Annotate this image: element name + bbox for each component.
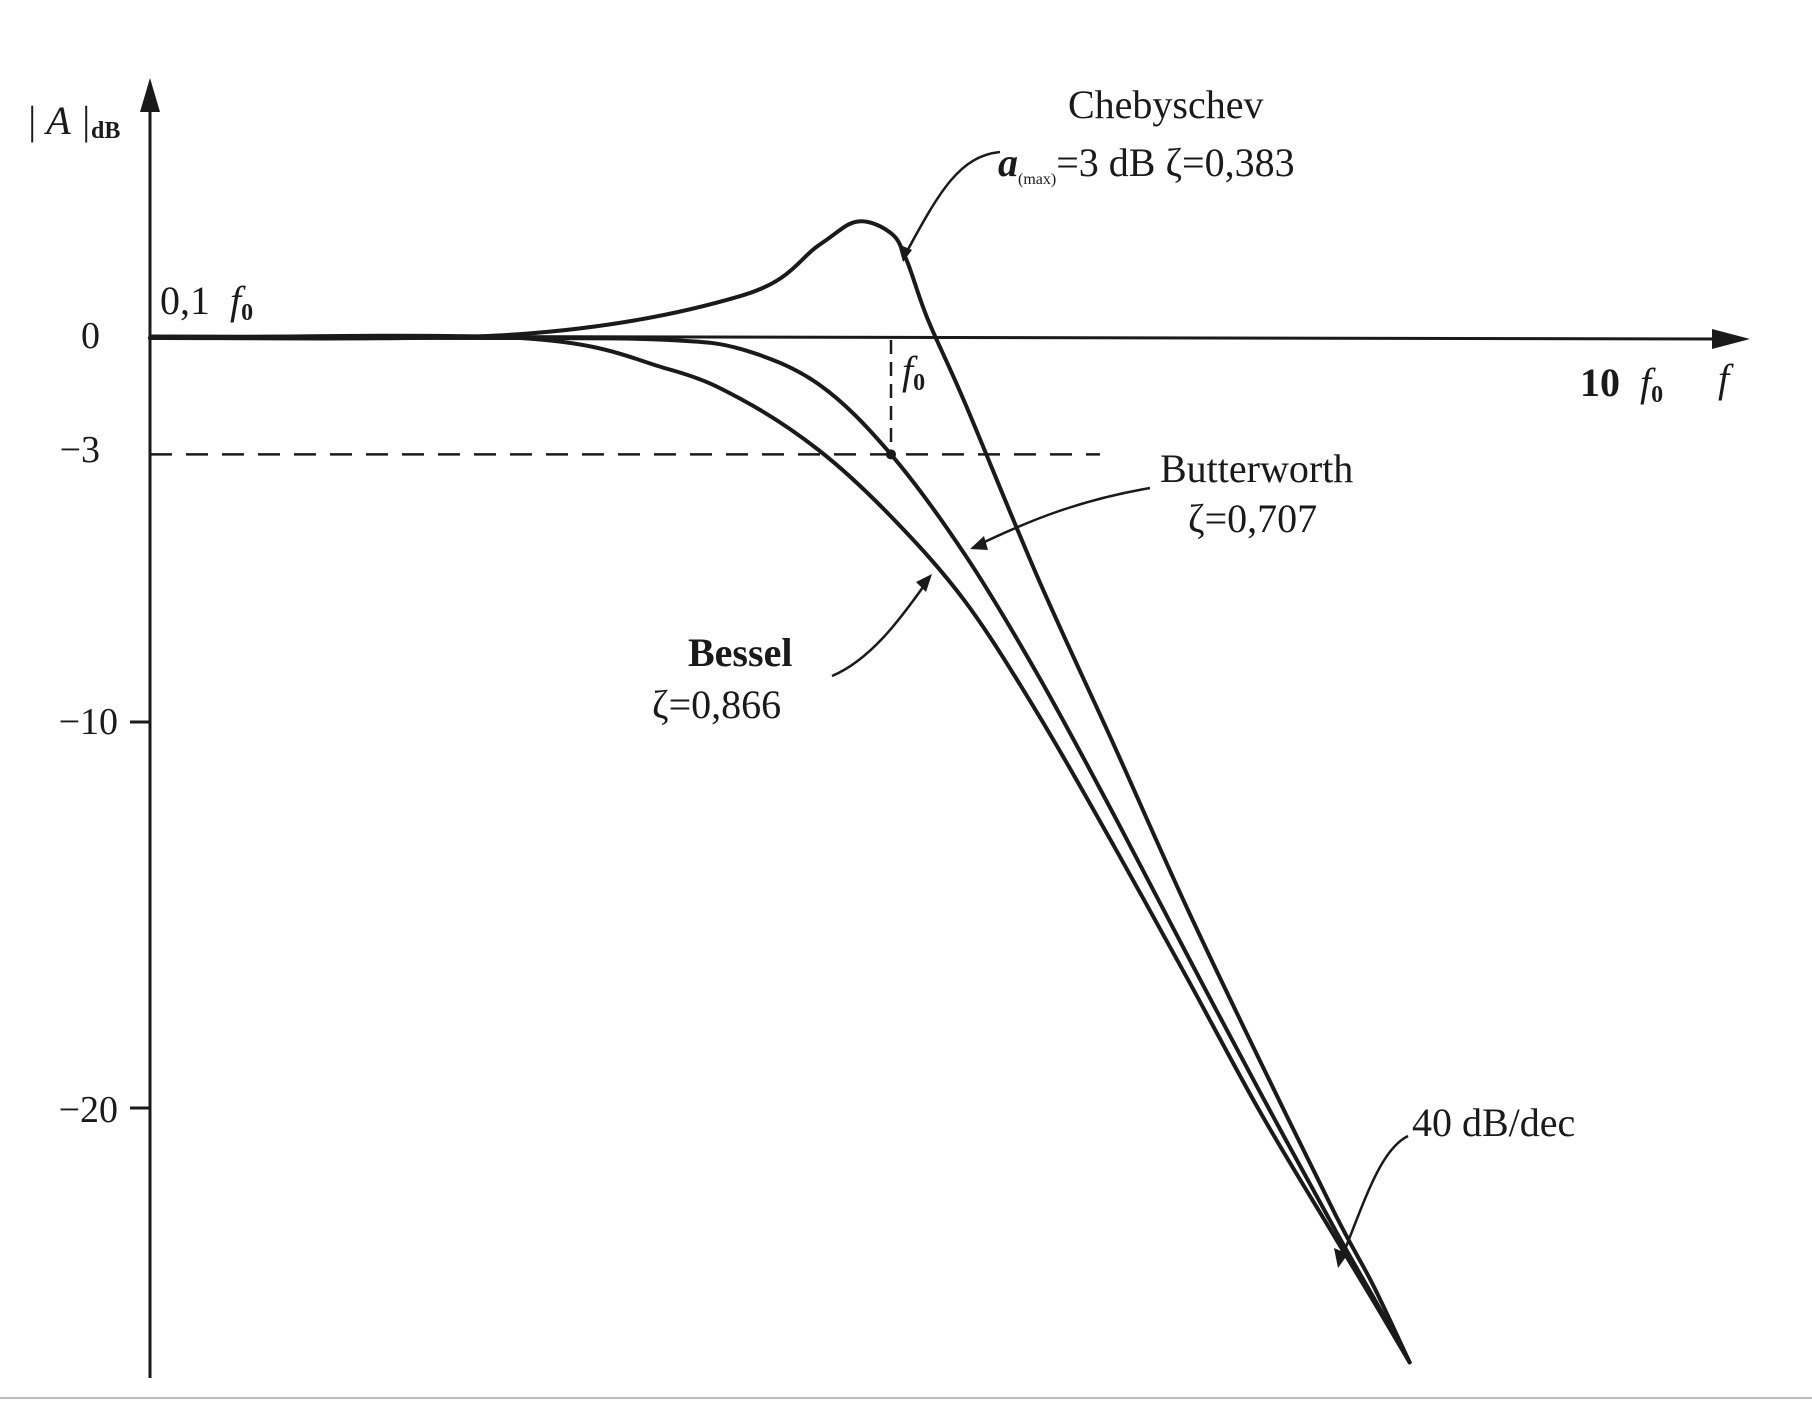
butterworth-curve xyxy=(148,335,1412,1365)
butterworth-leader-arrowhead xyxy=(970,536,988,550)
butterworth-leader xyxy=(975,486,1151,548)
y-tick-label-minus10: −10 xyxy=(59,701,118,743)
y-ticks: 0 −3 −10 −20 xyxy=(59,315,150,1131)
x-marker-end-number: 10 xyxy=(1580,360,1620,405)
y-axis-label-sub: dB xyxy=(91,118,120,144)
x-marker-end: 10 f0 xyxy=(1580,360,1663,408)
y-tick-label-minus3: −3 xyxy=(60,429,100,471)
chebyschev-curve xyxy=(148,219,1412,1365)
butterworth-params: ζ=0,707 xyxy=(1188,496,1317,541)
chebyschev-a-symbol: a xyxy=(998,140,1018,185)
chebyschev-leader-arrowhead xyxy=(898,244,912,262)
bessel-leader xyxy=(831,579,930,678)
chebyschev-a-sub: (max) xyxy=(1018,171,1056,188)
x-marker-start-number: 0,1 xyxy=(160,278,210,323)
annotation-leaders xyxy=(831,150,1409,1268)
chebyschev-leader xyxy=(903,150,1001,256)
chebyschev-name: Chebyschev xyxy=(1068,82,1264,127)
axes xyxy=(140,78,1750,1378)
y-axis-label-main: | A | xyxy=(26,98,91,143)
y-axis-label: | A |dB xyxy=(26,98,120,144)
bessel-name: Bessel xyxy=(688,630,792,675)
x-marker-center: f0 xyxy=(902,348,925,396)
asymptote-leader-arrowhead xyxy=(1334,1248,1348,1268)
x-axis-label: f xyxy=(1718,356,1734,401)
bessel-params: ζ=0,866 xyxy=(652,682,781,727)
chebyschev-params: a(max)=3 dB ζ=0,383 xyxy=(998,140,1295,188)
asymptote-leader xyxy=(1338,1134,1409,1263)
x-marker-center-sub: 0 xyxy=(913,370,925,396)
y-tick-label-minus20: −20 xyxy=(59,1089,118,1131)
series-curves xyxy=(148,219,1412,1365)
y-axis-arrowhead xyxy=(140,78,160,112)
asymptote-label: 40 dB/dec xyxy=(1412,1100,1575,1145)
bessel-curve xyxy=(148,333,1412,1365)
x-marker-end-sub: 0 xyxy=(1651,382,1663,408)
x-markers: 0,1 f0 f0 10 f0 xyxy=(160,278,1663,408)
x-axis-arrowhead xyxy=(1712,329,1750,349)
x-marker-start: 0,1 f0 xyxy=(160,278,253,326)
butterworth-name: Butterworth xyxy=(1160,446,1353,491)
x-marker-start-sub: 0 xyxy=(241,300,253,326)
chebyschev-param-text: =3 dB ζ=0,383 xyxy=(1056,140,1294,185)
bessel-leader-arrowhead xyxy=(916,574,932,592)
y-tick-label-0: 0 xyxy=(81,315,100,357)
series-labels: Chebyschev a(max)=3 dB ζ=0,383 Butterwor… xyxy=(652,82,1575,1145)
